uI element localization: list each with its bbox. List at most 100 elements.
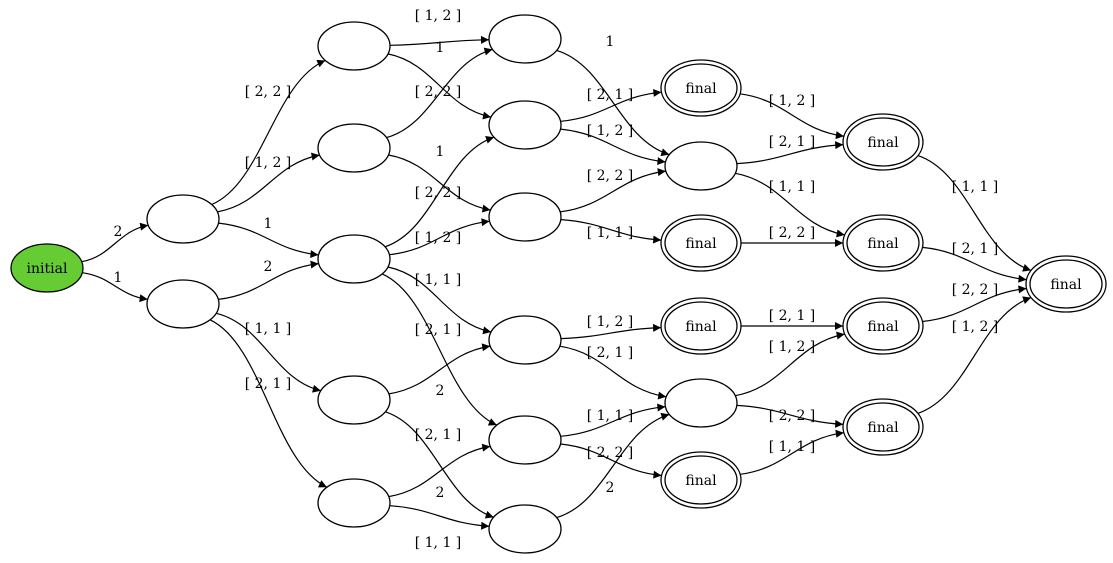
edge-label: 2 <box>436 383 445 399</box>
final-state-node: final <box>842 113 924 171</box>
edge-label: [ 1, 2 ] <box>415 230 462 246</box>
state-ellipse <box>488 504 562 554</box>
edge-a2-to-b4 <box>216 312 321 393</box>
edge-label: [ 2, 2 ] <box>245 84 292 100</box>
edge-labels-layer: 21[ 2, 2 ][ 1, 2 ]12[ 1, 1 ][ 2, 1 ][ 1,… <box>114 8 999 551</box>
state-node <box>146 194 220 244</box>
edge-label: [ 1, 1 ] <box>587 225 634 241</box>
state-node <box>317 21 391 71</box>
state-label: initial <box>27 261 68 277</box>
edge-initial-to-a1 <box>81 222 149 263</box>
edge-c3-to-d1 <box>560 168 666 213</box>
state-label: final <box>1050 277 1082 293</box>
edge-label: [ 1, 1 ] <box>769 179 816 195</box>
edge-b3-to-c4 <box>387 266 492 335</box>
edge-c6-to-d2 <box>556 412 670 519</box>
state-ellipse <box>664 455 738 505</box>
edge-label: [ 2, 2 ] <box>952 282 999 298</box>
final-state-node: final <box>842 214 924 272</box>
state-node <box>664 378 738 428</box>
final-state-outer-ring <box>842 398 924 456</box>
edge-a1-to-b2 <box>217 152 320 213</box>
initial-state-node: initial <box>10 243 84 293</box>
edge-label: [ 1, 2 ] <box>952 319 999 335</box>
edge-label: 1 <box>436 144 445 160</box>
state-ellipse <box>488 315 562 365</box>
edge-label: [ 2, 2 ] <box>769 408 816 424</box>
state-ellipse <box>664 301 738 351</box>
final-state-outer-ring <box>660 297 742 355</box>
edge-label: [ 2, 1 ] <box>415 322 462 338</box>
edge-b5-to-c6 <box>389 505 490 530</box>
edge-label: [ 2, 1 ] <box>769 134 816 150</box>
edge-a1-to-b1 <box>211 59 326 206</box>
edge-c1-to-d1 <box>556 49 670 157</box>
state-ellipse <box>488 192 562 242</box>
state-node <box>317 375 391 425</box>
edge-label: [ 1, 1 ] <box>415 535 462 551</box>
edge-b2-to-c3 <box>388 154 491 213</box>
final-state-node: final <box>842 297 924 355</box>
state-ellipse <box>664 63 738 113</box>
state-node <box>488 100 562 150</box>
final-state-outer-ring <box>660 451 742 509</box>
edge-c2-to-f1 <box>560 88 662 122</box>
state-ellipse <box>317 21 391 71</box>
final-state-outer-ring <box>1025 255 1107 313</box>
edge-label: [ 1, 1 ] <box>769 439 816 455</box>
edge-d1-to-g2 <box>735 172 845 238</box>
edge-label: [ 1, 1 ] <box>415 272 462 288</box>
edge-c3-to-f2 <box>560 219 662 244</box>
edge-d2-to-g3 <box>735 331 845 397</box>
final-state-node: final <box>842 398 924 456</box>
edge-f1-to-g1 <box>740 93 844 140</box>
edge-label: [ 2, 2 ] <box>415 185 462 201</box>
state-label: final <box>685 473 717 489</box>
state-label: final <box>867 135 899 151</box>
edge-c2-to-d1 <box>560 128 666 166</box>
edge-initial-to-a2 <box>82 272 148 303</box>
final-state-node: final <box>1025 255 1107 313</box>
edge-b1-to-c2 <box>387 53 492 120</box>
edge-b3-to-c3 <box>389 218 490 256</box>
final-state-node: final <box>660 214 742 272</box>
edge-label: [ 2, 2 ] <box>587 445 634 461</box>
edge-a1-to-b3 <box>218 222 319 259</box>
edge-b3-to-c5 <box>381 273 498 426</box>
state-ellipse <box>846 402 920 452</box>
final-state-outer-ring <box>660 59 742 117</box>
edge-label: [ 2, 1 ] <box>415 427 462 443</box>
edge-c4-to-f3 <box>560 323 662 340</box>
state-ellipse <box>488 415 562 465</box>
edge-label: [ 1, 2 ] <box>415 8 462 24</box>
edge-label: 2 <box>606 480 615 496</box>
state-ellipse <box>1029 259 1103 309</box>
state-ellipse <box>846 117 920 167</box>
edge-c5-to-f4 <box>560 443 662 479</box>
state-ellipse <box>846 301 920 351</box>
state-ellipse <box>664 218 738 268</box>
state-node <box>488 192 562 242</box>
state-ellipse <box>10 243 84 293</box>
state-ellipse <box>317 478 391 528</box>
state-label: final <box>867 236 899 252</box>
edge-b3-to-c2 <box>384 135 495 248</box>
edge-label: [ 2, 1 ] <box>952 241 999 257</box>
final-state-outer-ring <box>842 297 924 355</box>
edge-label: [ 1, 2 ] <box>245 155 292 171</box>
state-label: final <box>685 236 717 252</box>
state-ellipse <box>488 14 562 64</box>
final-state-node: final <box>660 451 742 509</box>
final-state-outer-ring <box>842 113 924 171</box>
nodes-layer: initial final final final final final final fin… <box>10 14 1107 554</box>
edge-label: [ 2, 1 ] <box>587 345 634 361</box>
edge-b2-to-c1 <box>386 47 493 139</box>
edge-label: [ 2, 1 ] <box>245 376 292 392</box>
final-state-node: final <box>660 59 742 117</box>
edge-f4-to-g4 <box>740 429 844 475</box>
edge-label: [ 1, 2 ] <box>769 93 816 109</box>
state-node <box>317 123 391 173</box>
edge-a2-to-b5 <box>209 319 328 488</box>
state-node <box>664 141 738 191</box>
